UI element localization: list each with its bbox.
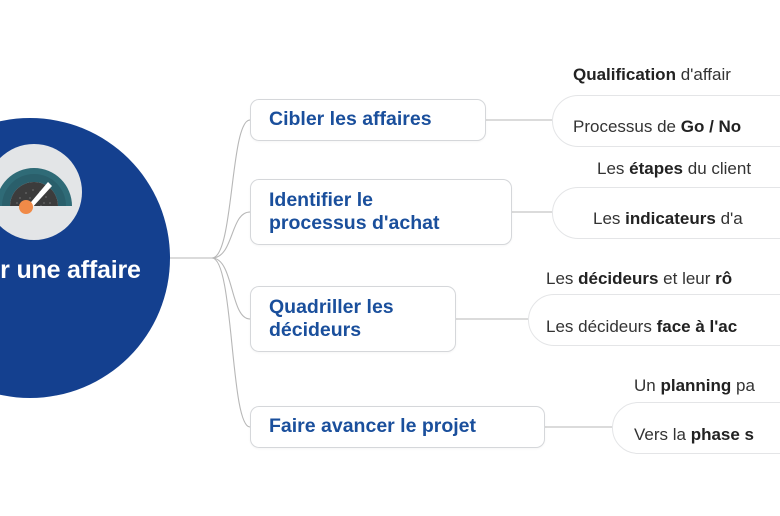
- leaf-text-projet-1: Un planning pa: [634, 375, 755, 396]
- leaf-text-projet-2: Vers la phase s: [634, 424, 754, 445]
- leaf-pre: Vers la: [634, 425, 691, 444]
- leaf-bold: indicateurs: [625, 209, 716, 228]
- leaf-pre: Les: [593, 209, 626, 228]
- branch-node-processus[interactable]: Identifier le processus d'achat: [250, 179, 512, 245]
- leaf-pill-projet: [612, 402, 780, 454]
- leaf-bold: planning: [660, 376, 732, 395]
- leaf-bold: décideurs: [578, 269, 659, 288]
- leaf-text-processus-2: Les indicateurs d'a: [593, 208, 743, 229]
- branch-label: Cibler les affaires: [269, 108, 432, 131]
- leaf-pill-cibler: [552, 95, 780, 147]
- leaf-post: du client: [683, 159, 752, 178]
- leaf-post: et leur: [658, 269, 716, 288]
- leaf-bold: Go / No: [680, 117, 742, 136]
- connector-to-cibler: [211, 119, 251, 259]
- leaf-post: d'a: [715, 209, 743, 228]
- leaf-post: pa: [731, 376, 755, 395]
- connector-to-projet: [211, 257, 251, 428]
- center-node[interactable]: Piloter une affaire: [0, 118, 170, 398]
- branch-label: Quadriller les décideurs: [269, 295, 394, 341]
- leaf-pre: Les décideurs: [546, 317, 657, 336]
- connector-to-processus: [211, 211, 251, 259]
- leaf-pre: Les: [597, 159, 630, 178]
- leaf-bold: face à l'ac: [656, 317, 738, 336]
- leaf-pill-decideurs: [528, 294, 780, 346]
- leaf-text-cibler-2: Processus de Go / No: [573, 116, 741, 137]
- leaf-pre: Processus de: [573, 117, 681, 136]
- leaf-text-cibler-1: Qualification d'affair: [573, 64, 731, 85]
- leaf-text-decideurs-2: Les décideurs face à l'ac: [546, 316, 737, 337]
- leaf-text-processus-1: Les étapes du client: [597, 158, 751, 179]
- leaf-post: d'affair: [675, 65, 731, 84]
- leaf-pre: Un: [634, 376, 661, 395]
- leaf-bold-2: rô: [715, 269, 733, 288]
- leaf-pre: Les: [546, 269, 579, 288]
- center-title: Piloter une affaire: [0, 256, 141, 284]
- leaf-bold: étapes: [629, 159, 684, 178]
- leaf-bold: phase s: [690, 425, 755, 444]
- branch-label: Identifier le processus d'achat: [269, 188, 440, 234]
- branch-node-decideurs[interactable]: Quadriller les décideurs: [250, 286, 456, 352]
- branch-node-cibler[interactable]: Cibler les affaires: [250, 99, 486, 141]
- leaf-text-decideurs-1: Les décideurs et leur rô: [546, 268, 732, 289]
- branch-label: Faire avancer le projet: [269, 415, 477, 438]
- connector-to-decideurs: [211, 257, 251, 320]
- gauge-icon: [0, 144, 82, 240]
- branch-node-projet[interactable]: Faire avancer le projet: [250, 406, 545, 448]
- leaf-pill-processus: [552, 187, 780, 239]
- leaf-bold: Qualification: [573, 65, 676, 84]
